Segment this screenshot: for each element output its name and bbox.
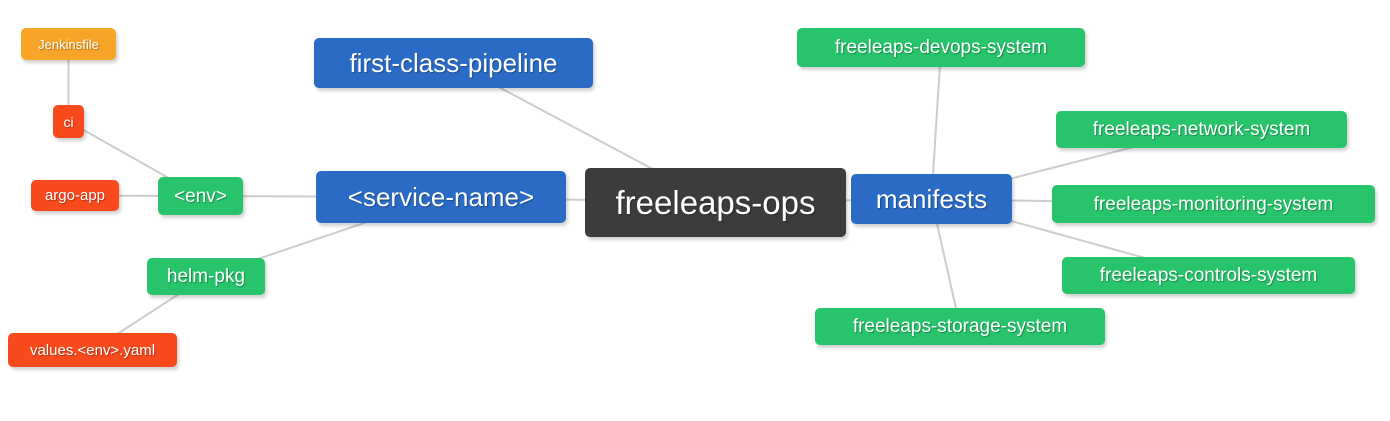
node-monitoring-system[interactable]: freeleaps-monitoring-system [1052, 185, 1375, 223]
node-freeleaps-ops[interactable]: freeleaps-ops [585, 168, 846, 237]
node-devops-system[interactable]: freeleaps-devops-system [797, 28, 1085, 67]
node-manifests[interactable]: manifests [851, 174, 1012, 224]
node-ci[interactable]: ci [53, 105, 84, 138]
node-first-class-pipeline[interactable]: first-class-pipeline [314, 38, 593, 88]
node-storage-system[interactable]: freeleaps-storage-system [815, 308, 1105, 345]
node-argo-app[interactable]: argo-app [31, 180, 119, 211]
node-service-name[interactable]: <service-name> [316, 171, 566, 223]
edge-manifests-devops-system [930, 47, 942, 200]
node-network-system[interactable]: freeleaps-network-system [1056, 111, 1347, 148]
node-env[interactable]: <env> [158, 177, 243, 215]
node-values-env-yaml[interactable]: values.<env>.yaml [8, 333, 177, 367]
node-helm-pkg[interactable]: helm-pkg [147, 258, 265, 295]
node-jenkinsfile[interactable]: Jenkinsfile [21, 28, 116, 60]
node-controls-system[interactable]: freeleaps-controls-system [1062, 257, 1355, 294]
